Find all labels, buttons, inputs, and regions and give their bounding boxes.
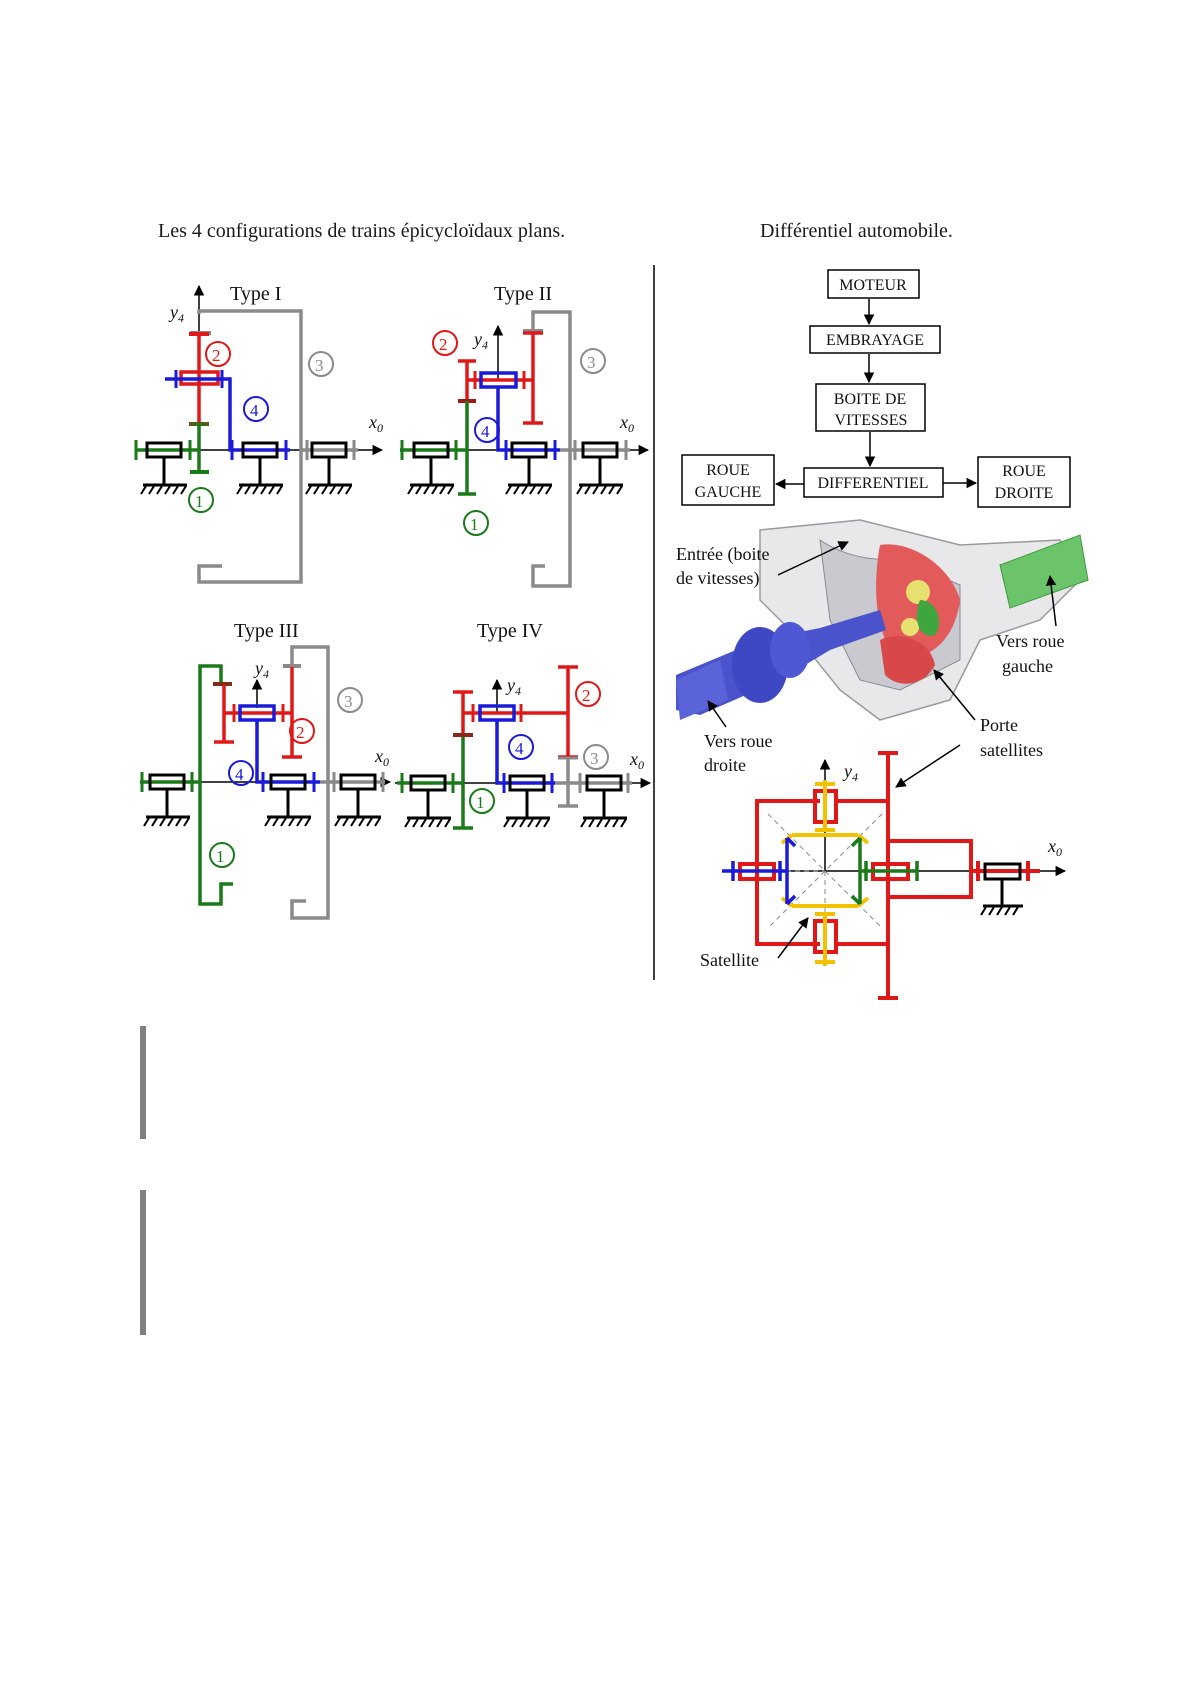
type-3-label-1: 1 <box>216 847 225 866</box>
svg-text:Vers roue: Vers roue <box>704 731 772 751</box>
svg-text:ROUE: ROUE <box>706 462 750 479</box>
type-2-label-3: 3 <box>587 353 596 372</box>
type-3-label-2: 2 <box>296 723 305 742</box>
schematic-y-axis-label: y4 <box>842 761 858 784</box>
box-roue-droite <box>977 456 1071 508</box>
svg-text:EMBRAYAGE: EMBRAYAGE <box>826 332 924 349</box>
type-2-title: Type II <box>494 283 552 305</box>
type-3-label-4: 4 <box>235 765 244 784</box>
type-4-label-2: 2 <box>582 686 591 705</box>
type-1-title: Type I <box>230 283 281 305</box>
svg-text:Entrée (boite: Entrée (boite <box>676 544 769 565</box>
svg-text:GAUCHE: GAUCHE <box>695 484 762 501</box>
type-3-x-axis-label: x0 <box>374 746 389 769</box>
type-4-label-4: 4 <box>515 739 524 758</box>
type-4-label-1: 1 <box>476 793 485 812</box>
schematic-x-axis-label: x0 <box>1047 836 1062 859</box>
box-embrayage <box>809 325 941 354</box>
differential-illustration <box>676 519 1089 721</box>
svg-text:DROITE: DROITE <box>995 485 1054 502</box>
type-2-label-4: 4 <box>481 422 490 441</box>
type-4-title: Type IV <box>477 620 543 642</box>
type-1-y-axis-label: y4 <box>168 302 184 325</box>
svg-text:VITESSES: VITESSES <box>835 412 908 429</box>
right-panel-caption: Différentiel automobile. <box>760 220 953 242</box>
type-3-label-3: 3 <box>344 692 353 711</box>
svg-text:MOTEUR: MOTEUR <box>839 277 907 294</box>
satellite-label: Satellite <box>700 950 759 970</box>
type-4-x-axis-label: x0 <box>629 749 644 772</box>
diagram-type-2: Type II y4 x0 <box>400 283 650 588</box>
blockquote-bar-2 <box>140 1190 146 1335</box>
type-1-label-2: 2 <box>212 346 221 365</box>
svg-text:Porte: Porte <box>980 715 1018 735</box>
type-1-label-1: 1 <box>195 492 204 511</box>
type-2-label-2: 2 <box>439 335 448 354</box>
type-2-y-axis-label: y4 <box>472 329 488 352</box>
diagram-type-3: Type III y4 x0 <box>140 620 392 920</box>
differential-schematic: y4 x0 <box>700 751 1067 1000</box>
illustration-callouts: Entrée (boite de vitesses) Vers roue gau… <box>676 541 1064 788</box>
type-3-title: Type III <box>234 620 299 642</box>
svg-text:ROUE: ROUE <box>1002 463 1046 480</box>
left-panel-caption: Les 4 configurations de trains épicycloï… <box>158 220 566 242</box>
drivetrain-flowchart: MOTEUR EMBRAYAGE BOITE DE VITESSES DIFFE… <box>681 269 1071 508</box>
svg-text:droite: droite <box>704 755 746 775</box>
svg-text:satellites: satellites <box>980 740 1043 760</box>
type-4-y-axis-label: y4 <box>505 675 521 698</box>
type-3-y-axis-label: y4 <box>253 658 269 681</box>
type-2-label-1: 1 <box>470 515 479 534</box>
type-2-x-axis-label: x0 <box>619 412 634 435</box>
svg-text:gauche: gauche <box>1002 656 1053 676</box>
type-4-label-3: 3 <box>590 749 599 768</box>
box-moteur <box>827 269 920 299</box>
type-1-label-4: 4 <box>250 401 259 420</box>
svg-text:Vers roue: Vers roue <box>996 631 1064 651</box>
blockquote-bar-1 <box>140 1026 146 1139</box>
type-1-label-3: 3 <box>315 356 324 375</box>
box-roue-gauche <box>681 454 775 506</box>
svg-text:DIFFERENTIEL: DIFFERENTIEL <box>817 475 928 492</box>
svg-text:de vitesses): de vitesses) <box>676 568 759 589</box>
type-1-x-axis-label: x0 <box>368 412 383 435</box>
diagram-type-1: Type I y4 x0 <box>134 283 384 584</box>
diagram-type-4: Type IV y4 x0 <box>395 620 652 830</box>
box-differentiel <box>803 467 944 498</box>
box-boite-de-vitesses <box>815 383 926 432</box>
svg-text:BOITE DE: BOITE DE <box>834 391 906 408</box>
